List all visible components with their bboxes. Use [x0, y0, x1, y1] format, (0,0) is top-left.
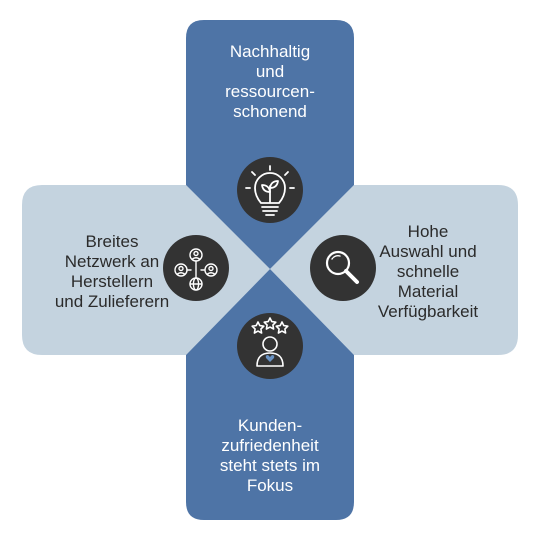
bottom-panel [186, 269, 354, 520]
top-panel [186, 20, 354, 269]
network-people-icon [163, 235, 229, 301]
left-segment-label: Breites Netzwerk an Herstellern und Zuli… [54, 232, 170, 311]
left-panel [22, 185, 270, 355]
customer-rating-icon [237, 313, 303, 379]
right-segment-label: Hohe Auswahl und schnelle Material Verfü… [377, 222, 479, 321]
magnifier-icon [310, 235, 376, 301]
top-segment-label: Nachhaltig und ressourcen- schonend [225, 42, 315, 121]
right-panel [270, 185, 518, 355]
lightbulb-plant-icon [237, 157, 303, 223]
bottom-segment-label: Kunden- zufriedenheit steht stets im Fok… [219, 416, 321, 495]
